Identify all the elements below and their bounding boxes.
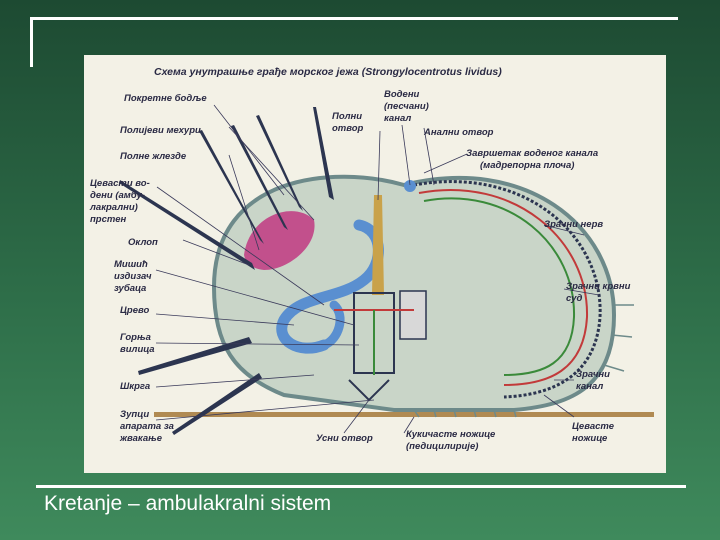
label-pedicellariae-2: (педицилирије) — [406, 441, 478, 452]
label-radial-vessel-2: суд — [566, 293, 582, 304]
label-radial-vessel-1: Зрачни крвни — [566, 281, 631, 292]
sea-floor — [154, 412, 654, 417]
label-intestine: Црево — [120, 305, 150, 316]
label-movable-spines: Покретне бодље — [124, 93, 207, 104]
polian-vesicle — [399, 290, 427, 340]
label-teeth-1: Зупци — [120, 409, 149, 420]
label-anus: Анални отвор — [423, 127, 494, 138]
sea-urchin-diagram: Схема унутрашње грађе морског јежа (Stro… — [84, 55, 666, 473]
label-radial-nerve: Зрачни нерв — [544, 219, 603, 230]
spine — [256, 115, 303, 211]
label-ring-canal-2: дени (амбу- — [90, 190, 145, 201]
label-test: Оклоп — [128, 237, 158, 248]
label-teeth-2: апарата за — [120, 421, 174, 432]
spine — [119, 180, 255, 270]
stone-canal — [372, 195, 384, 295]
radial-nerve — [413, 180, 602, 399]
label-pedicellariae-1: Кукичасте ножице — [406, 429, 496, 440]
tube-feet — [413, 304, 634, 418]
gut-end — [319, 300, 345, 350]
label-muscle-3: зубаца — [114, 283, 146, 294]
frame-bottom-line — [36, 485, 686, 488]
spine — [313, 107, 334, 200]
radial-canal — [423, 197, 576, 376]
spine — [231, 125, 288, 230]
label-upper-jaw-1: Горња — [120, 332, 151, 343]
label-ring-canal-4: прстен — [90, 214, 126, 225]
gonad — [244, 211, 315, 270]
label-ring-canal-1: Цевасти во- — [90, 178, 150, 189]
label-genital-pore-1: Полни — [332, 111, 362, 122]
radial-blood-vessel — [418, 188, 589, 386]
label-gill: Шкрга — [120, 381, 150, 392]
label-madreporite-2: (мадрепорна плоча) — [480, 160, 574, 171]
label-madreporite-1: Завршетак воденог канала — [466, 148, 598, 159]
label-muscle-2: издизач — [114, 271, 152, 282]
slide-title: Kretanje – ambulakralni sistem — [44, 492, 332, 515]
label-radial-canal-2: канал — [576, 381, 603, 392]
label-stone-canal-2: (песчани) — [384, 101, 429, 112]
label-tube-feet-1: Цевасте — [572, 421, 615, 432]
label-genital-pore-2: отвор — [332, 123, 364, 134]
label-mouth: Усни отвор — [316, 433, 373, 444]
label-polian-vesicles: Полијеви мехури — [120, 125, 201, 136]
label-gonads: Полне жлезде — [120, 151, 187, 162]
spine — [138, 337, 252, 375]
label-tube-feet-2: ножице — [572, 433, 608, 444]
frame-left-line — [30, 17, 33, 67]
label-teeth-3: жвакање — [119, 433, 163, 444]
label-stone-canal-3: канал — [384, 113, 411, 124]
label-upper-jaw-2: вилица — [120, 344, 155, 355]
madreporite — [404, 180, 416, 192]
label-ring-canal-3: лакрални) — [89, 202, 138, 213]
diagram-heading: Схема унутрашње грађе морског јежа (Stro… — [154, 66, 502, 78]
label-radial-canal-1: Зрачни — [576, 369, 610, 380]
leader-lines — [155, 104, 600, 434]
label-muscle-1: Мишић — [114, 259, 148, 270]
diagram-svg: Схема унутрашње грађе морског јежа (Stro… — [89, 66, 654, 452]
label-stone-canal-1: Водени — [384, 89, 420, 100]
spine — [172, 373, 262, 435]
frame-top-line — [30, 17, 678, 20]
